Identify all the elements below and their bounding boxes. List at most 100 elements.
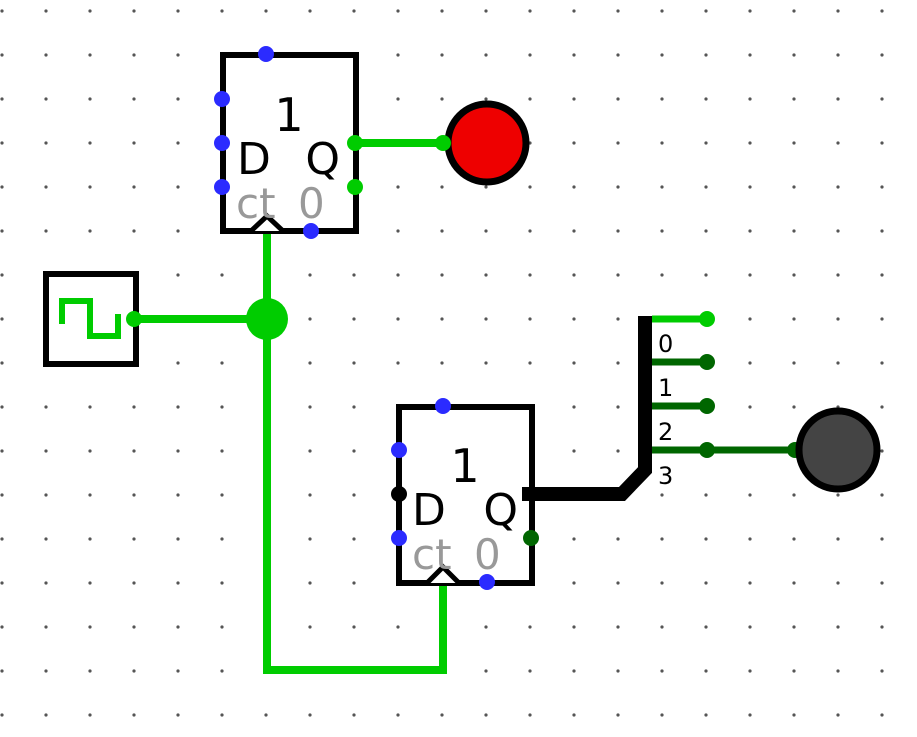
register-bottom-d-port[interactable] (391, 486, 407, 502)
grid-dot (44, 53, 48, 57)
wire-junction[interactable] (246, 298, 288, 340)
grid-dot (308, 625, 312, 629)
grid-dot (308, 273, 312, 277)
grid-dot (88, 97, 92, 101)
grid-dot (44, 449, 48, 453)
grid-dot (528, 361, 532, 365)
grid-dot (704, 581, 708, 585)
grid-dot (660, 229, 664, 233)
grid-dot (880, 141, 884, 145)
register-bottom-port-left-3[interactable] (391, 530, 407, 546)
grid-dot (132, 53, 136, 57)
register-top-port-left-3[interactable] (214, 179, 230, 195)
grid-dot (352, 537, 356, 541)
register-bottom-port-left-1[interactable] (391, 442, 407, 458)
grid-dot (308, 537, 312, 541)
grid-dot (792, 493, 796, 497)
register-bottom-port-top[interactable] (435, 398, 451, 414)
wire-clock-to-bottom-register[interactable] (263, 319, 447, 674)
led-top-input-port[interactable] (435, 135, 451, 151)
grid-dot (660, 97, 664, 101)
grid-dot (220, 581, 224, 585)
grid-dot (616, 669, 620, 673)
grid-dot (220, 405, 224, 409)
grid-dot (176, 581, 180, 585)
grid-dot (176, 405, 180, 409)
grid-dot (308, 713, 312, 717)
grid-dot (880, 53, 884, 57)
grid-dot (308, 581, 312, 585)
grid-dot (176, 713, 180, 717)
grid-dot (572, 449, 576, 453)
grid-dot (792, 229, 796, 233)
splitter-out-1-port[interactable] (699, 354, 715, 370)
grid-dot (176, 273, 180, 277)
clock-component[interactable] (43, 271, 142, 367)
grid-dot (440, 713, 444, 717)
splitter-out-3-port[interactable] (699, 442, 715, 458)
grid-dot (132, 449, 136, 453)
grid-dot (880, 713, 884, 717)
grid-dot (176, 53, 180, 57)
grid-dot (748, 273, 752, 277)
register-top-ct-label: ct (236, 179, 276, 228)
grid-dot (704, 493, 708, 497)
splitter-out-0-port[interactable] (699, 311, 715, 327)
grid-dot (264, 9, 268, 13)
grid-dot (308, 405, 312, 409)
grid-dot (748, 405, 752, 409)
grid-dot (572, 625, 576, 629)
grid-dot (528, 229, 532, 233)
grid-dot (440, 9, 444, 13)
register-bottom-q-port[interactable] (522, 487, 534, 501)
grid-dot (44, 625, 48, 629)
register-top-qbar-port[interactable] (347, 179, 363, 195)
clock-output-port[interactable] (126, 311, 142, 327)
grid-dot (528, 713, 532, 717)
grid-dot (836, 581, 840, 585)
register-top-port-left-1[interactable] (214, 91, 230, 107)
grid-dot (836, 53, 840, 57)
led-top[interactable] (435, 100, 530, 186)
register-bottom-qbar-port[interactable] (523, 530, 539, 546)
splitter-out-2-port[interactable] (699, 398, 715, 414)
grid-dot (440, 53, 444, 57)
grid-dot (220, 713, 224, 717)
grid-dot (528, 669, 532, 673)
grid-dot (484, 625, 488, 629)
grid-dot (616, 9, 620, 13)
grid-dot (836, 493, 840, 497)
led-bottom[interactable] (795, 407, 881, 493)
grid-dot (352, 449, 356, 453)
clock-square-wave-icon (59, 298, 121, 339)
register-bottom[interactable]: 1 D Q ct 0 (391, 398, 539, 590)
grid-dot (748, 9, 752, 13)
grid-dot (660, 625, 664, 629)
grid-dot (528, 9, 532, 13)
grid-dot (0, 537, 4, 541)
grid-dot (132, 537, 136, 541)
register-top-port-top[interactable] (258, 46, 274, 62)
grid-dot (308, 9, 312, 13)
grid-dot (396, 229, 400, 233)
grid-dot (792, 625, 796, 629)
register-top-port-bottom[interactable] (303, 223, 319, 239)
grid-dot (704, 273, 708, 277)
bus-q-to-splitter[interactable] (524, 316, 652, 501)
register-top-d-port[interactable] (214, 135, 230, 151)
grid-dot (836, 361, 840, 365)
register-top-q-port[interactable] (347, 135, 363, 151)
grid-dot (44, 537, 48, 541)
grid-dot (0, 273, 4, 277)
grid-dot (0, 493, 4, 497)
register-top[interactable]: 1 D Q ct 0 (214, 46, 363, 239)
grid-dot (836, 273, 840, 277)
grid-dot (0, 713, 4, 717)
grid-dot (748, 713, 752, 717)
grid-dot (176, 361, 180, 365)
grid-dot (880, 405, 884, 409)
grid-dot (88, 581, 92, 585)
register-bottom-port-bottom[interactable] (479, 574, 495, 590)
grid-dot (88, 537, 92, 541)
